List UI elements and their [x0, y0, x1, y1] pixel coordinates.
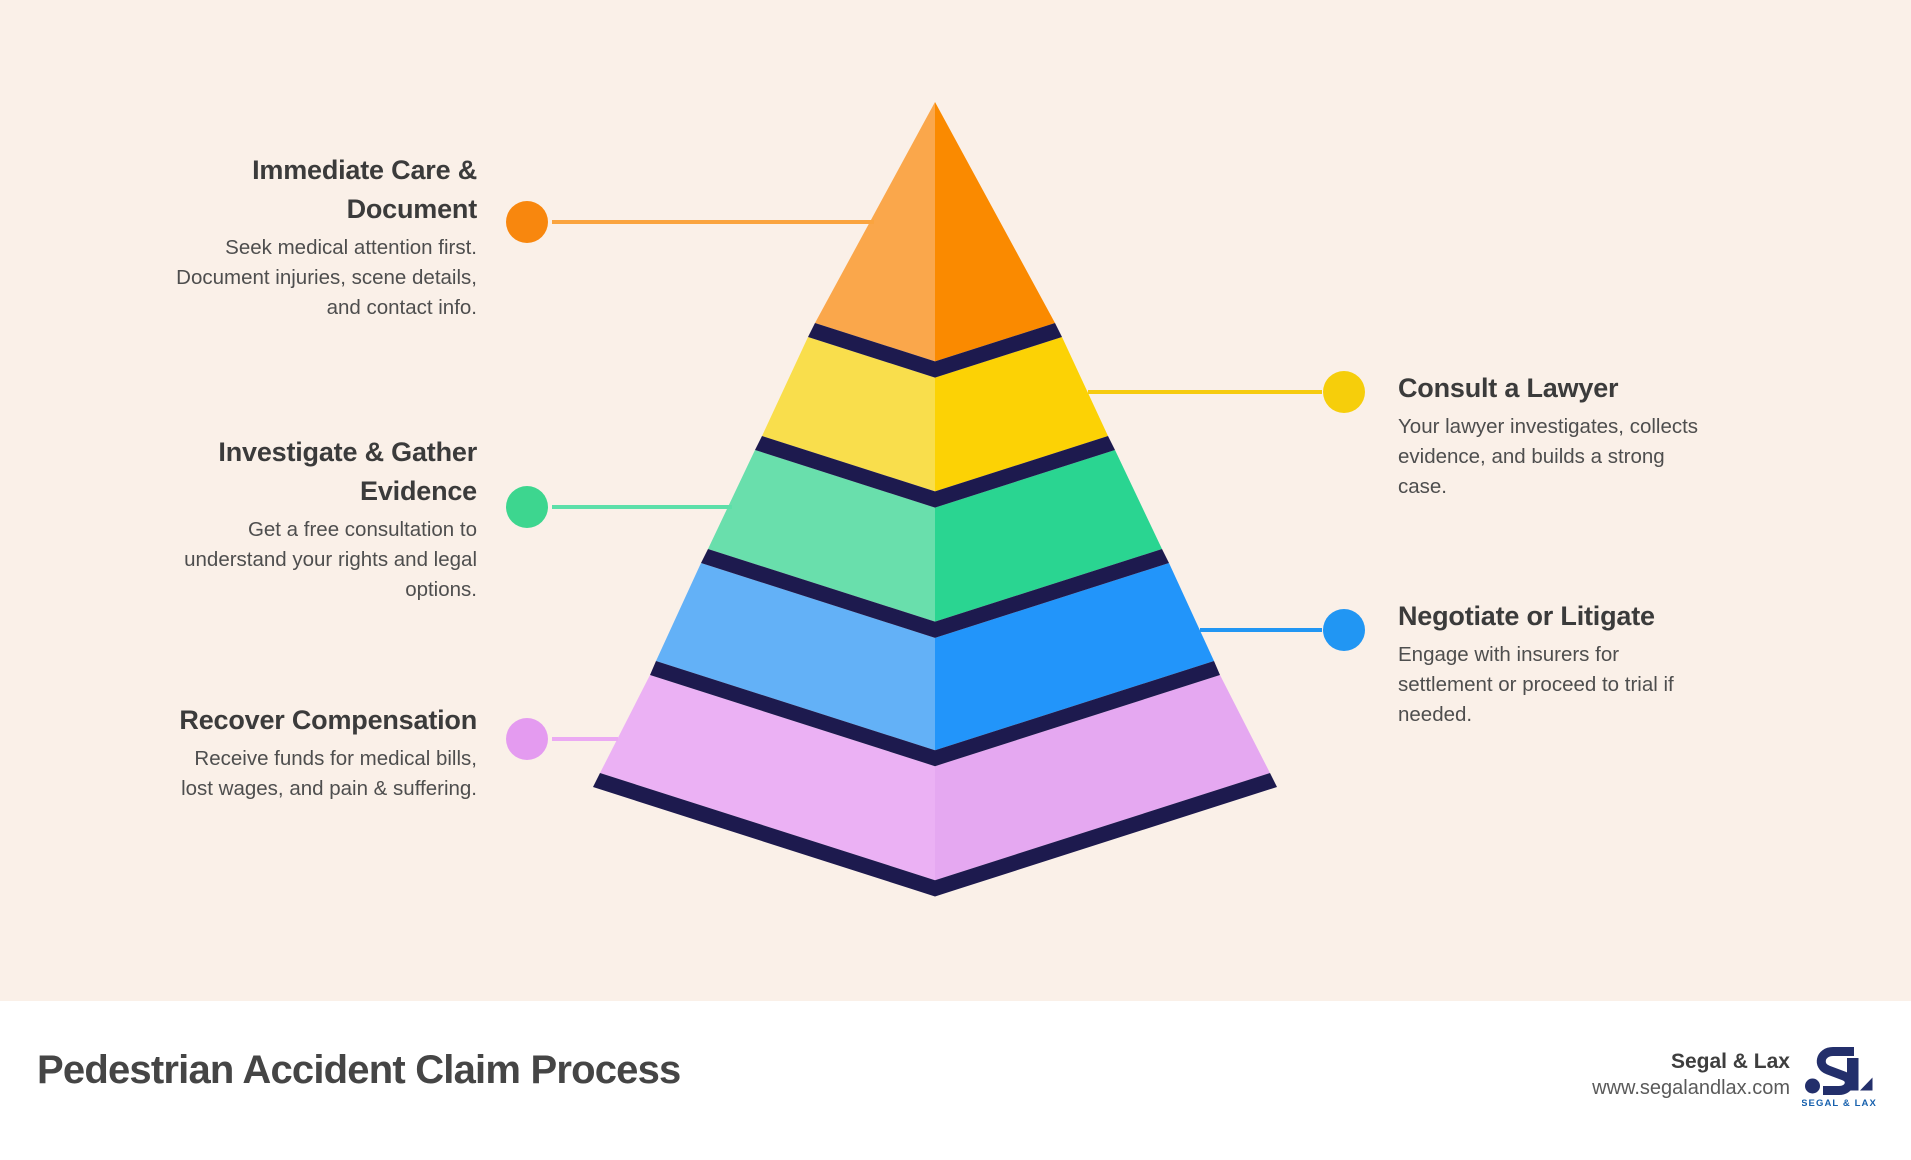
brand-url[interactable]: www.segalandlax.com [1592, 1077, 1790, 1099]
pyramid-separator-2 [755, 436, 1115, 508]
pyramid-level-5-right-face [935, 675, 1270, 881]
pyramid-level-1-right-face [935, 102, 1055, 362]
pyramid-level-4-right-face [935, 563, 1214, 751]
step-label-recover-compensation: Recover Compensation Receive funds for m… [137, 701, 477, 804]
connector-dot-step-5 [506, 718, 548, 760]
logo-s-ribbon [1816, 1047, 1854, 1095]
pyramid-separator-1 [808, 323, 1062, 378]
connector-dot-step-1 [506, 201, 548, 243]
step-label-investigate-evidence: Investigate & Gather Evidence Get a free… [137, 433, 477, 605]
step-label-consult-lawyer: Consult a Lawyer Your lawyer investigate… [1398, 369, 1716, 502]
pyramid-level-2-right-face [935, 337, 1108, 492]
brand-name: Segal & Lax [1670, 1050, 1790, 1073]
pyramid-level-2-left-face [762, 337, 935, 492]
step-title: Immediate Care & Document [252, 155, 477, 224]
step-title: Investigate & Gather Evidence [218, 437, 477, 506]
step-description: Your lawyer investigates, collects evide… [1398, 415, 1699, 498]
brand-block: Segal & Lax www.segalandlax.com [1592, 1049, 1790, 1101]
pyramid-level-1-left-face [815, 102, 935, 362]
logo-wordmark: SEGAL & LAX [1802, 1098, 1876, 1109]
step-label-immediate-care: Immediate Care & Document Seek medical a… [137, 151, 477, 323]
step-label-negotiate-litigate: Negotiate or Litigate Engage with insure… [1398, 597, 1716, 730]
pyramid-level-4-left-face [656, 563, 935, 751]
pyramid-level-5-left-face [600, 675, 935, 881]
step-title: Negotiate or Litigate [1398, 601, 1655, 631]
step-description: Seek medical attention first. Document i… [176, 236, 477, 319]
logo-dot [1805, 1078, 1820, 1094]
step-description: Receive funds for medical bills, lost wa… [181, 747, 477, 800]
footer-bar: Pedestrian Accident Claim Process Segal … [0, 1001, 1911, 1160]
page-title: Pedestrian Accident Claim Process [37, 1048, 681, 1092]
logo-l-foot [1860, 1077, 1873, 1091]
step-title: Recover Compensation [179, 705, 477, 735]
connector-dot-step-4 [1323, 609, 1365, 651]
logo-l-bar [1847, 1058, 1859, 1091]
connector-dot-step-2 [1323, 371, 1365, 413]
pyramid-level-3-left-face [708, 450, 935, 622]
step-description: Engage with insurers for settlement or p… [1398, 643, 1674, 726]
step-title: Consult a Lawyer [1398, 373, 1619, 403]
segal-lax-logo: SEGAL & LAX [1802, 1047, 1876, 1109]
logo-figure-head [1836, 1058, 1846, 1068]
step-description: Get a free consultation to understand yo… [184, 518, 477, 601]
pyramid-level-3-right-face [935, 450, 1162, 622]
connector-dot-step-3 [506, 486, 548, 528]
